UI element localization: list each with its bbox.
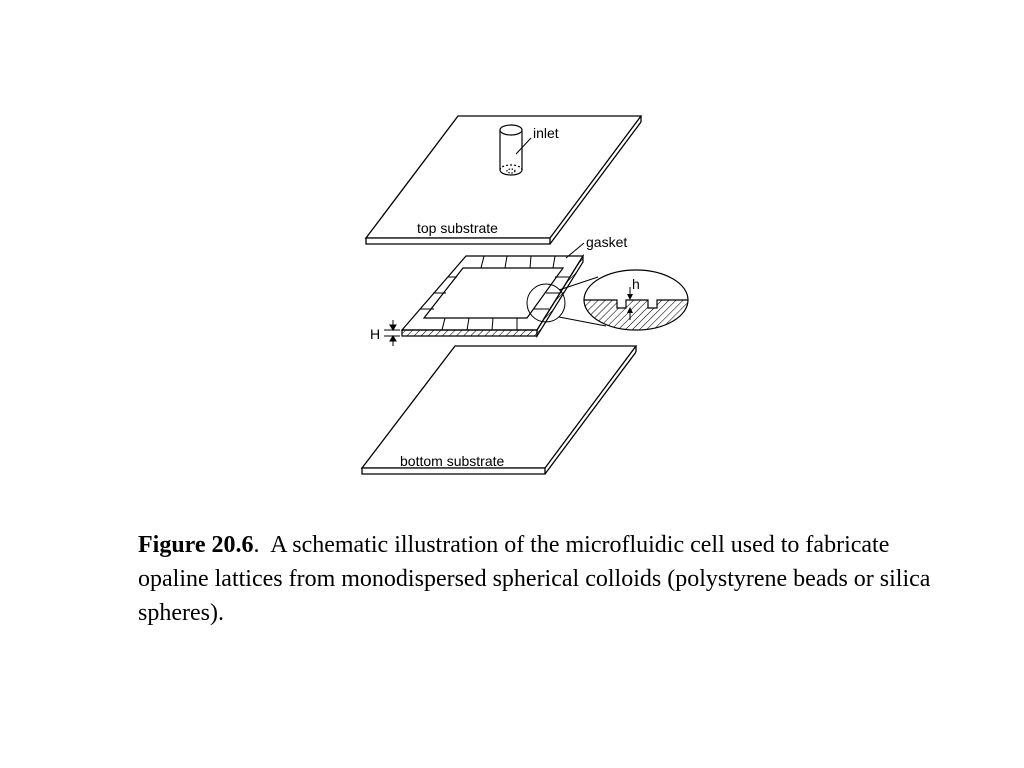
inlet-label: inlet [533, 125, 559, 141]
inlet-tube [499, 124, 523, 176]
inlet-leader-line [515, 137, 532, 155]
figure-number: Figure 20.6 [138, 532, 254, 558]
bottom-substrate-label: bottom substrate [400, 453, 504, 469]
callout-line-lower [558, 316, 607, 327]
gasket-leader-line [565, 242, 585, 259]
detail-callout-circle [526, 283, 566, 323]
H-thickness-label: H [370, 326, 380, 342]
figure-caption: Figure 20.6. A schematic illustration of… [138, 528, 938, 630]
H-thickness-indicator [384, 320, 400, 346]
h-depth-label: h [632, 276, 640, 292]
bottom-substrate [360, 345, 638, 475]
callout-line-upper [558, 276, 599, 291]
zoomed-cross-section [583, 269, 689, 331]
microfluidic-cell-diagram: inlet top substrate gasket [360, 115, 689, 475]
gasket [400, 253, 585, 339]
top-substrate-label: top substrate [417, 220, 498, 236]
figure-number-separator: . [253, 532, 260, 558]
top-substrate [364, 115, 643, 245]
caption-text: A schematic illustration of the microflu… [138, 532, 931, 626]
gasket-label: gasket [586, 234, 627, 250]
